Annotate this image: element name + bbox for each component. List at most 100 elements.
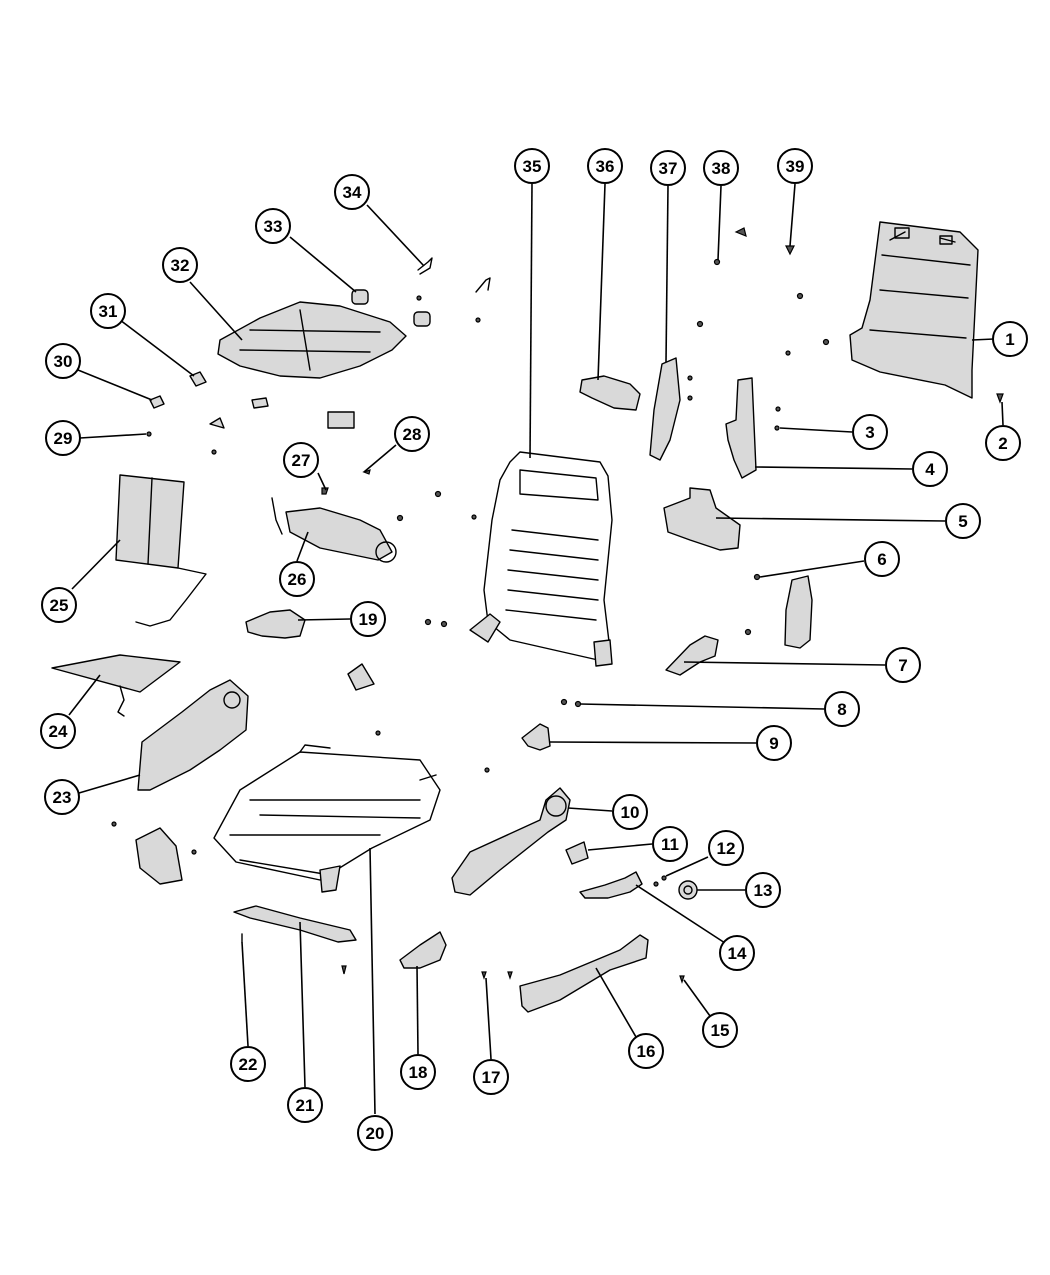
part-screw-38b (734, 227, 747, 237)
callout-31: 31 (90, 293, 126, 329)
callout-circle (400, 1054, 436, 1090)
part-fastener-6 (753, 573, 761, 581)
callout-15: 15 (702, 1012, 738, 1048)
callout-circle (719, 935, 755, 971)
part-screw-17b (507, 971, 513, 980)
callout-26: 26 (279, 561, 315, 597)
part-cross-bar-21 (233, 905, 357, 943)
part-fastener-3b (775, 406, 781, 412)
callout-number: 20 (366, 1124, 385, 1143)
callout-circle (945, 503, 981, 539)
callout-33: 33 (255, 208, 291, 244)
callout-20: 20 (357, 1115, 393, 1151)
callout-37: 37 (650, 150, 686, 186)
callout-number: 27 (292, 451, 311, 470)
callout-circle (992, 321, 1028, 357)
part-track-cover-16 (519, 934, 649, 1013)
callout-circle (473, 1059, 509, 1095)
part-clip-11 (565, 841, 589, 865)
callout-circle (45, 420, 81, 456)
callout-number: 12 (717, 839, 736, 858)
callout-28: 28 (394, 416, 430, 452)
callout-18: 18 (400, 1054, 436, 1090)
part-side-shield-23 (137, 679, 249, 791)
callout-2: 2 (985, 425, 1021, 461)
callout-circle (756, 725, 792, 761)
part-screw-15 (679, 975, 685, 984)
callout-number: 36 (596, 157, 615, 176)
callout-9: 9 (756, 725, 792, 761)
callout-4: 4 (912, 451, 948, 487)
callout-number: 17 (482, 1068, 501, 1087)
part-screw-8b (574, 700, 582, 708)
callout-circle (587, 148, 623, 184)
callout-number: 18 (409, 1063, 428, 1082)
callout-22: 22 (230, 1046, 266, 1082)
callout-8: 8 (824, 691, 860, 727)
callout-14: 14 (719, 935, 755, 971)
callout-circle (41, 587, 77, 623)
callout-number: 2 (998, 434, 1007, 453)
callout-circle (652, 826, 688, 862)
callout-number: 23 (53, 788, 72, 807)
callout-circle (283, 442, 319, 478)
part-screw-39 (785, 245, 795, 256)
part-screw-2 (996, 393, 1004, 404)
callout-number: 7 (898, 656, 907, 675)
callout-30: 30 (45, 343, 81, 379)
callout-number: 14 (728, 944, 747, 963)
callout-circle (612, 794, 648, 830)
part-seat-adjuster-20 (213, 744, 441, 893)
callout-number: 5 (958, 512, 967, 531)
callout-circle (357, 1115, 393, 1151)
callout-circle (708, 830, 744, 866)
part-lever-14 (579, 871, 643, 899)
callout-number: 34 (343, 183, 362, 202)
callout-circle (885, 647, 921, 683)
callout-12: 12 (708, 830, 744, 866)
callout-32: 32 (162, 247, 198, 283)
callout-number: 31 (99, 302, 118, 321)
callout-39: 39 (777, 148, 813, 184)
callout-number: 22 (239, 1055, 258, 1074)
callout-circle (852, 414, 888, 450)
callout-number: 26 (288, 570, 307, 589)
callout-circle (702, 1012, 738, 1048)
callout-17: 17 (473, 1059, 509, 1095)
part-bracket-19 (245, 609, 306, 639)
part-side-shield-10 (451, 787, 571, 896)
callout-number: 19 (359, 610, 378, 629)
callout-circle (44, 779, 80, 815)
callout-circle (350, 601, 386, 637)
callout-circle (255, 208, 291, 244)
callout-number: 35 (523, 157, 542, 176)
part-lever-7 (665, 635, 719, 676)
callout-circle (162, 247, 198, 283)
callout-number: 16 (637, 1042, 656, 1061)
callout-circle (985, 425, 1021, 461)
callout-6: 6 (864, 541, 900, 577)
callout-number: 6 (877, 550, 886, 569)
scattered-fasteners (111, 292, 830, 885)
callout-number: 38 (712, 159, 731, 178)
callout-10: 10 (612, 794, 648, 830)
callout-25: 25 (41, 587, 77, 623)
part-fastener-6b (744, 628, 752, 636)
callout-circle (394, 416, 430, 452)
callout-circle (703, 150, 739, 186)
part-fastener-12b (661, 875, 667, 881)
callout-circle (287, 1087, 323, 1123)
part-hook-34 (417, 257, 433, 275)
callout-circle (279, 561, 315, 597)
part-seat-pan-32 (217, 301, 407, 379)
callout-number: 11 (661, 835, 679, 854)
callout-11: 11 (652, 826, 688, 862)
callout-1: 1 (992, 321, 1028, 357)
callout-circle (864, 541, 900, 577)
callout-circle (90, 293, 126, 329)
callout-number: 39 (786, 157, 805, 176)
callout-circle (650, 150, 686, 186)
callout-number: 21 (296, 1096, 315, 1115)
